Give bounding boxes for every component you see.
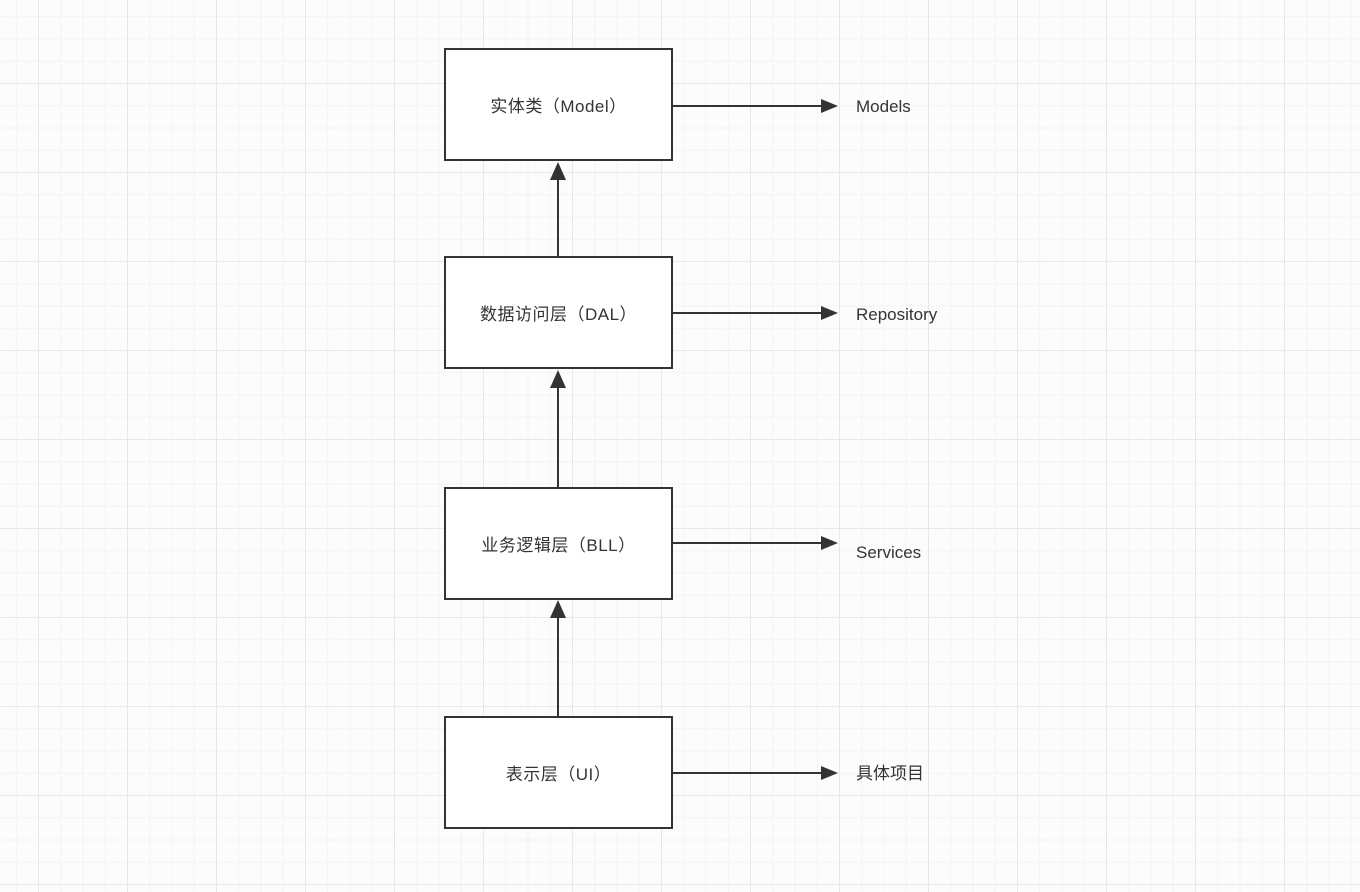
arrow-up-icon <box>550 370 566 388</box>
node-dal[interactable]: 数据访问层（DAL） <box>444 256 673 369</box>
annotation-services: Services <box>856 543 922 562</box>
arrow-right-icon <box>821 306 838 320</box>
annotation-repository: Repository <box>856 305 938 324</box>
arrow-right-icon <box>821 536 838 550</box>
node-ui[interactable]: 表示层（UI） <box>444 716 673 829</box>
node-bll-label: 业务逻辑层（BLL） <box>481 536 636 555</box>
node-ui-label: 表示层（UI） <box>505 765 612 784</box>
edge-line <box>673 105 821 107</box>
arrow-up-icon <box>550 600 566 618</box>
arrow-right-icon <box>821 99 838 113</box>
arrow-right-icon <box>821 766 838 780</box>
arrow-up-icon <box>550 162 566 180</box>
node-model-label: 实体类（Model） <box>490 97 627 116</box>
edge-line <box>673 772 821 774</box>
edge-line <box>673 312 821 314</box>
edge-line <box>557 179 559 256</box>
edge-line <box>673 542 821 544</box>
node-bll[interactable]: 业务逻辑层（BLL） <box>444 487 673 600</box>
node-model[interactable]: 实体类（Model） <box>444 48 673 161</box>
edge-line <box>557 387 559 487</box>
annotation-models: Models <box>856 97 911 116</box>
edge-line <box>557 617 559 716</box>
annotation-project: 具体项目 <box>856 764 924 783</box>
node-dal-label: 数据访问层（DAL） <box>479 305 638 324</box>
